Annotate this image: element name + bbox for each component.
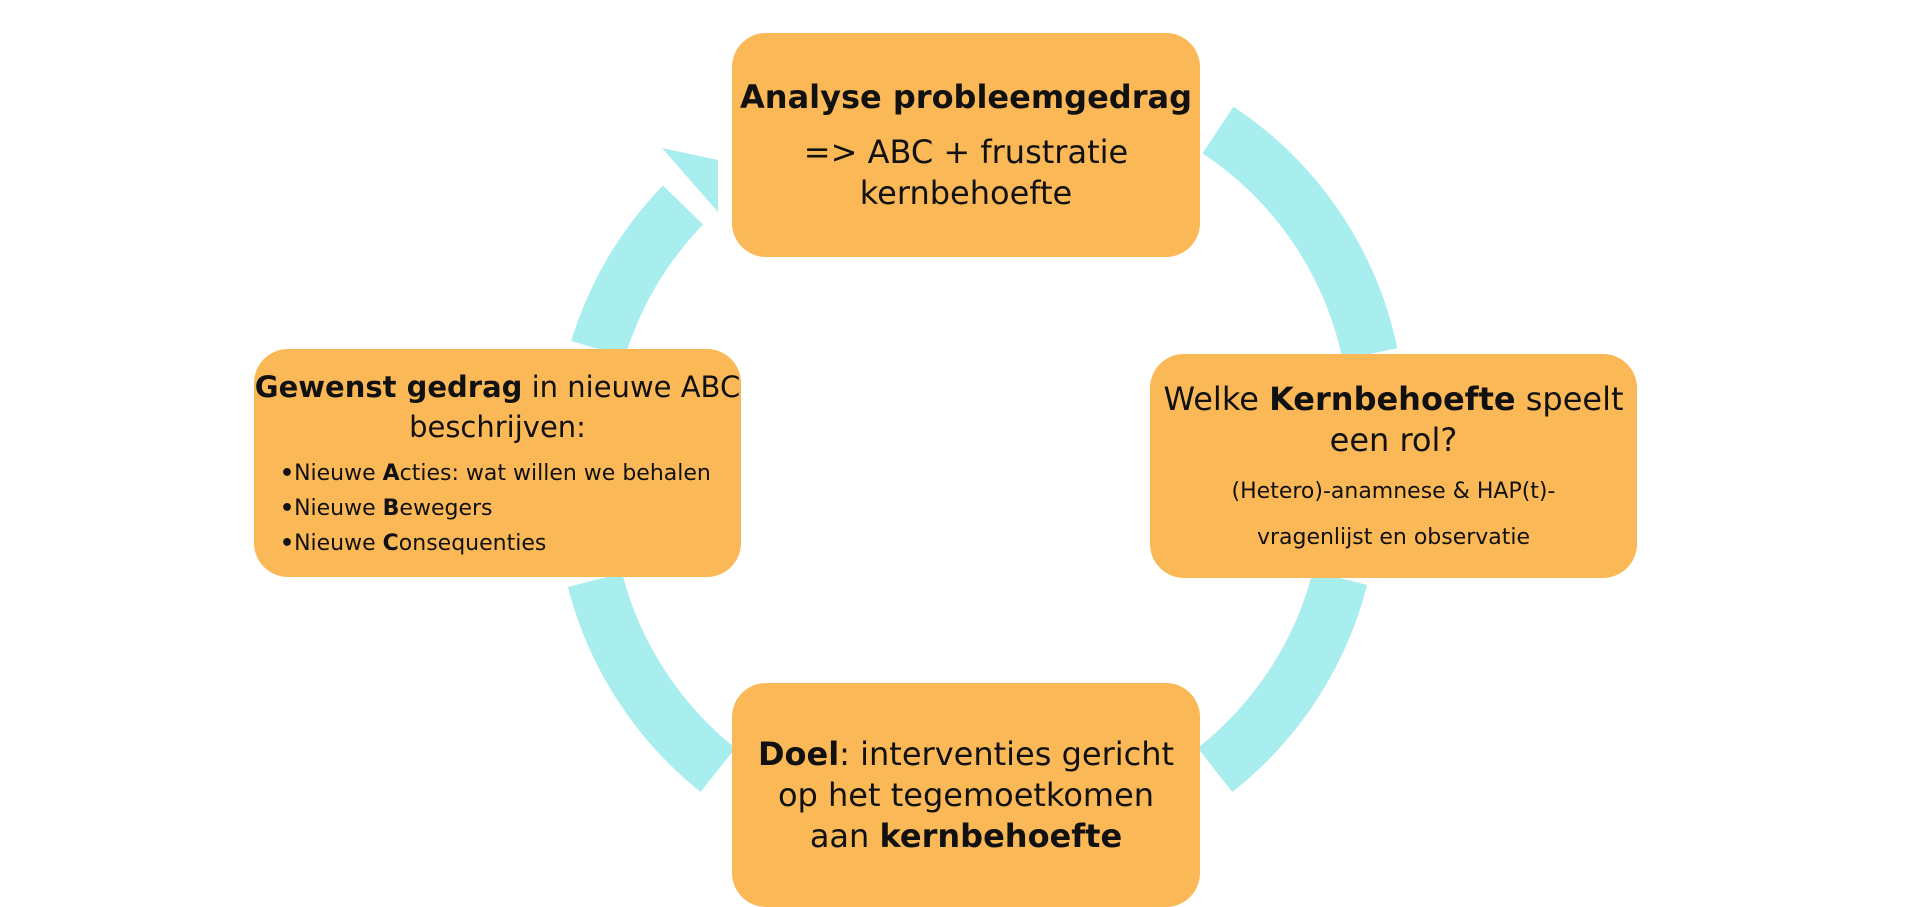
- arc-bottom-right: [1197, 570, 1368, 793]
- list-item: •Nieuwe Acties: wat willen we behalen: [280, 460, 711, 486]
- arrowhead-icon: [662, 148, 718, 212]
- node-analyse-probleemgedrag: Analyse probleemgedrag => ABC + frustrat…: [732, 33, 1200, 257]
- node-kernbehoefte: Welke Kernbehoefte speelt een rol? (Hete…: [1150, 354, 1637, 578]
- node-top-line1: => ABC + frustratie: [803, 132, 1129, 171]
- node-bottom-line1: Doel: interventies gericht: [757, 734, 1175, 773]
- node-top-title: Analyse probleemgedrag: [740, 77, 1192, 116]
- list-item: •Nieuwe Bewegers: [280, 495, 493, 521]
- node-right-sub2: vragenlijst en observatie: [1256, 525, 1531, 550]
- list-item: •Nieuwe Consequenties: [280, 530, 547, 556]
- arc-top-left: [571, 185, 704, 358]
- node-right-line1: Welke Kernbehoefte speelt: [1163, 380, 1624, 418]
- node-bottom-line3: aan kernbehoefte: [809, 816, 1123, 855]
- node-left-line2: beschrijven:: [409, 409, 586, 444]
- node-gewenst-gedrag: Gewenst gedrag in nieuwe ABC beschrijven…: [254, 349, 741, 577]
- node-right-line2: een rol?: [1329, 421, 1458, 459]
- node-right-sub1: (Hetero)-anamnese & HAP(t)-: [1231, 479, 1556, 504]
- node-doel: Doel: interventies gericht op het tegemo…: [732, 683, 1200, 907]
- node-left-list: •Nieuwe Acties: wat willen we behalen •N…: [254, 456, 741, 561]
- node-top-line2: kernbehoefte: [859, 173, 1073, 212]
- node-bottom-line2: op het tegemoetkomen: [777, 775, 1155, 814]
- arc-top-right: [1202, 106, 1398, 361]
- node-left-line1: Gewenst gedrag in nieuwe ABC: [254, 369, 741, 404]
- arc-bottom-left: [567, 572, 736, 792]
